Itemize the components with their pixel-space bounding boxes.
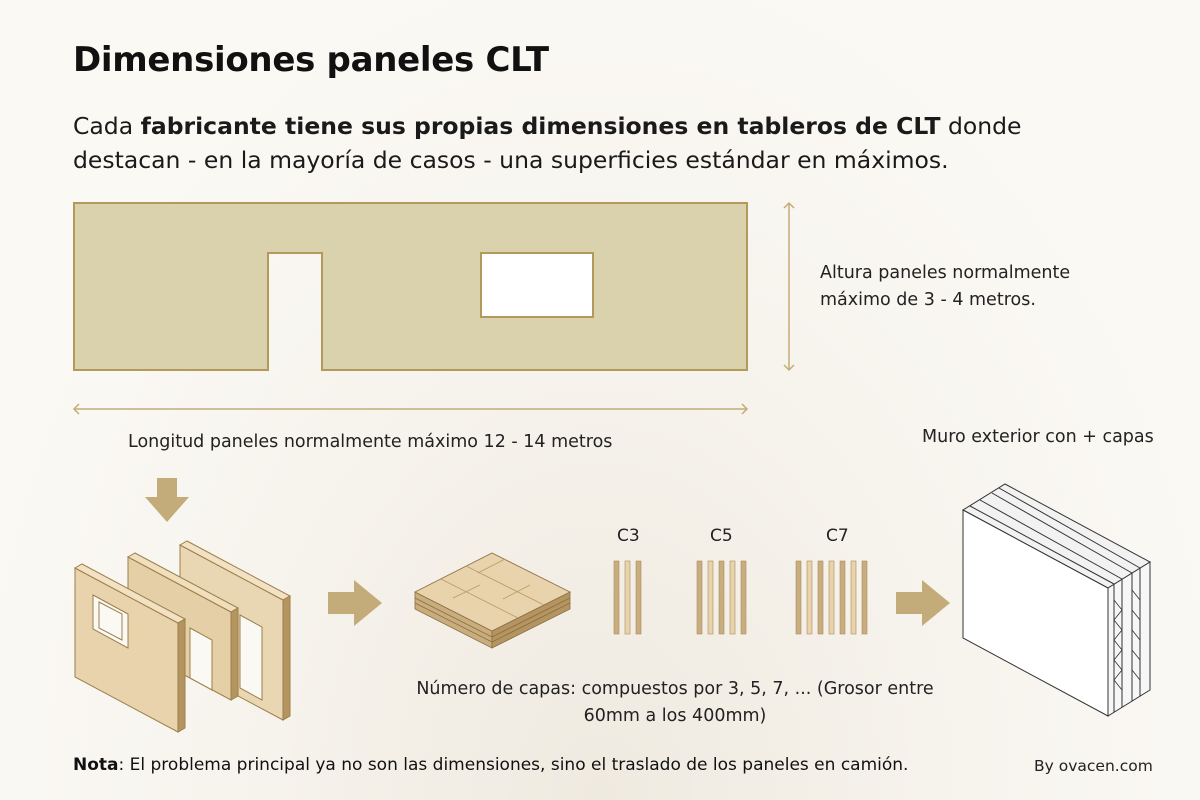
layer-stripe xyxy=(613,560,620,635)
layer-stripe xyxy=(850,560,857,635)
intro-bold: fabricante tiene sus propias dimensiones… xyxy=(140,112,941,140)
credit: By ovacen.com xyxy=(1034,757,1153,775)
layer-tag-c7: C7 xyxy=(826,526,849,546)
layer-stripe xyxy=(817,560,824,635)
layer-stripe xyxy=(740,560,747,635)
layers-c7 xyxy=(795,560,868,635)
clt-slab xyxy=(414,552,571,649)
clt-wall-panels xyxy=(73,540,292,733)
clt-panel-elevation xyxy=(73,202,748,371)
note-label: Nota xyxy=(73,755,119,775)
layer-stripe xyxy=(707,560,714,635)
layer-stripe xyxy=(839,560,846,635)
note-text: : El problema principal ya no son las di… xyxy=(118,755,909,775)
exterior-wall-section xyxy=(962,483,1151,717)
arrow-down-icon xyxy=(145,478,189,522)
layer-stripe xyxy=(861,560,868,635)
arrow-right-icon xyxy=(328,580,382,626)
layer-stripe xyxy=(828,560,835,635)
arrow-right-icon xyxy=(896,580,950,626)
window-opening xyxy=(480,252,594,318)
layer-stripe xyxy=(635,560,642,635)
footnote: Nota: El problema principal ya no son la… xyxy=(73,755,908,775)
layer-stripe xyxy=(795,560,802,635)
layer-stripe xyxy=(806,560,813,635)
length-label: Longitud paneles normalmente máximo 12 -… xyxy=(128,432,613,452)
layers-c3 xyxy=(613,560,642,635)
layer-tag-c3: C3 xyxy=(617,526,640,546)
page-title: Dimensiones paneles CLT xyxy=(73,40,549,80)
layer-stripe xyxy=(729,560,736,635)
intro-paragraph: Cada fabricante tiene sus propias dimens… xyxy=(73,109,1133,177)
layers-c5 xyxy=(696,560,747,635)
intro-suffix: donde destacan - en la mayoría de casos … xyxy=(73,112,1022,174)
layers-label: Número de capas: compuestos por 3, 5, 7,… xyxy=(416,679,934,726)
layer-tag-c5: C5 xyxy=(710,526,733,546)
exterior-wall-label: Muro exterior con + capas xyxy=(922,427,1154,447)
intro-prefix: Cada xyxy=(73,112,141,140)
layer-stripe xyxy=(696,560,703,635)
layer-stripe xyxy=(624,560,631,635)
layer-stripe xyxy=(718,560,725,635)
height-label: Altura paneles normalmente máximo de 3 -… xyxy=(820,263,1071,310)
